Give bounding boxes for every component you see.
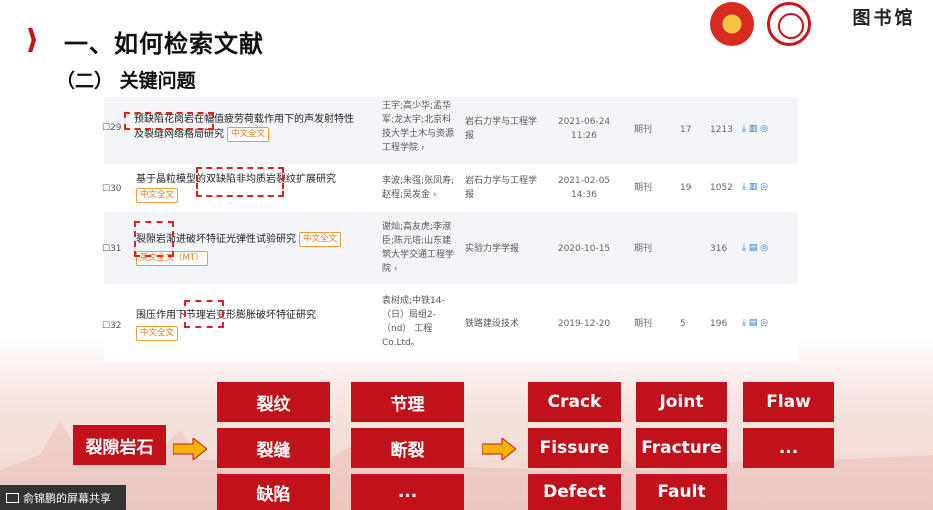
keyword-fracture-en: Fracture (636, 428, 727, 468)
download-icon[interactable]: ⤓ ▤ ◎ (742, 243, 769, 253)
youth-league-logo-icon (710, 2, 754, 46)
screen-share-indicator[interactable]: 俞锦鹏的屏幕共享 (0, 485, 126, 510)
result-citations[interactable]: 19 (680, 183, 692, 193)
result-source[interactable]: 岩石力学与工程学报 (465, 176, 538, 200)
fulltext-badge[interactable]: 中文全文 (136, 326, 179, 341)
table-row: ☐29 预缺陷花岗岩在幅值疲劳荷载作用下的声发射特性 及裂缝网络格局研究中文全文… (102, 97, 798, 164)
result-authors[interactable]: 李波;朱强;张凤寿;赵程;吴发金 › (382, 176, 455, 200)
result-title-link[interactable]: 围压作用下节理岩变形膨胀破坏特征研究 中文全文 (136, 308, 316, 341)
highlight-box (184, 300, 224, 328)
slide-title: 一、如何检索文献 (64, 30, 264, 58)
keyword-defect-en: Defect (528, 474, 621, 510)
result-type: 期刊 (634, 244, 653, 254)
keyword-more-cn: ... (351, 474, 464, 510)
keyword-crack-en: Crack (528, 382, 621, 422)
row-checkbox[interactable]: ☐29 (102, 123, 122, 133)
download-icon[interactable]: ⤓ ▥ ◎ (742, 124, 769, 134)
screen-share-label: 俞锦鹏的屏幕共享 (23, 491, 111, 505)
result-title-link[interactable]: 裂隙岩渐进破坏特征光弹性试验研究中文全文 英文全文（MT） (136, 232, 342, 266)
highlight-box (124, 112, 214, 130)
keyword-crack-cn: 裂纹 (217, 382, 330, 422)
result-type: 期刊 (634, 319, 653, 329)
result-downloads: 1052 (710, 183, 733, 193)
result-citations[interactable]: 17 (680, 125, 692, 135)
keyword-fracture-cn: 断裂 (351, 428, 464, 468)
result-downloads: 1213 (710, 125, 733, 135)
result-date: 2020-10-15 (557, 244, 611, 254)
highlight-box (134, 221, 174, 257)
source-term-box: 裂隙岩石 (73, 425, 166, 465)
result-source[interactable]: 实验力学学报 (465, 244, 520, 254)
keyword-flaw-en: Flaw (743, 382, 834, 422)
university-seal-icon (767, 2, 811, 46)
result-source[interactable]: 铁路建设技术 (465, 319, 520, 329)
highlight-box (196, 167, 284, 197)
keyword-joint-en: Joint (636, 382, 727, 422)
title-arrow-icon (28, 28, 36, 52)
arrow-right-icon (173, 438, 207, 460)
arrow-right-icon (482, 438, 516, 460)
result-type: 期刊 (634, 183, 653, 193)
result-title-link[interactable]: 预缺陷花岗岩在幅值疲劳荷载作用下的声发射特性 及裂缝网络格局研究中文全文 (134, 114, 354, 142)
result-downloads: 316 (710, 244, 728, 254)
fulltext-badge[interactable]: 中文全文 (136, 188, 179, 203)
result-authors[interactable]: 谢灿;高友虎;李淑臣;陈元培;山东建筑大学交通工程学院 › (382, 222, 455, 274)
keyword-defect-cn: 缺陷 (217, 474, 330, 510)
keyword-more-en: ... (743, 428, 834, 468)
result-citations[interactable]: 5 (680, 319, 686, 329)
fulltext-badge[interactable]: 中文全文 (227, 127, 270, 142)
keyword-fissure-cn: 裂缝 (217, 428, 330, 468)
library-logo: 图书馆 (852, 8, 916, 29)
table-row: ☐30 基于晶粒模型的双缺陷非均质岩裂纹扩展研究 中文全文 李波;朱强;张凤寿;… (102, 164, 798, 212)
english-fulltext-badge[interactable]: 英文全文（MT） (136, 251, 208, 266)
download-icon[interactable]: ⤓ ▥ ◎ (742, 182, 769, 192)
table-row: ☐32 围压作用下节理岩变形膨胀破坏特征研究 中文全文 袁树成;中铁14-（日）… (102, 284, 798, 362)
keyword-fissure-en: Fissure (528, 428, 621, 468)
slide-subtitle: （二） 关键问题 (56, 70, 196, 92)
download-icon[interactable]: ⤓ ▤ ◎ (742, 318, 769, 328)
keyword-fault-en: Fault (636, 474, 727, 510)
search-results-table: ☐29 预缺陷花岗岩在幅值疲劳荷载作用下的声发射特性 及裂缝网络格局研究中文全文… (102, 97, 798, 362)
row-checkbox[interactable]: ☐32 (102, 321, 122, 331)
result-title-link[interactable]: 基于晶粒模型的双缺陷非均质岩裂纹扩展研究 中文全文 (136, 172, 336, 203)
result-date: 2019-12-20 (557, 319, 611, 329)
keyword-joint-cn: 节理 (351, 382, 464, 422)
result-source[interactable]: 岩石力学与工程学报 (465, 117, 538, 141)
fulltext-badge[interactable]: 中文全文 (299, 232, 342, 247)
result-authors[interactable]: 王宇;高少华;孟华军;龙太宇;北京科技大学土木与资源工程学院 › (382, 101, 455, 153)
result-downloads: 196 (710, 319, 728, 329)
result-type: 期刊 (634, 125, 653, 135)
table-row: ☐31 裂隙岩渐进破坏特征光弹性试验研究中文全文 英文全文（MT） 谢灿;高友虎… (102, 212, 798, 284)
row-checkbox[interactable]: ☐30 (102, 184, 122, 194)
row-checkbox[interactable]: ☐31 (102, 244, 122, 254)
screen-share-icon (6, 492, 19, 503)
